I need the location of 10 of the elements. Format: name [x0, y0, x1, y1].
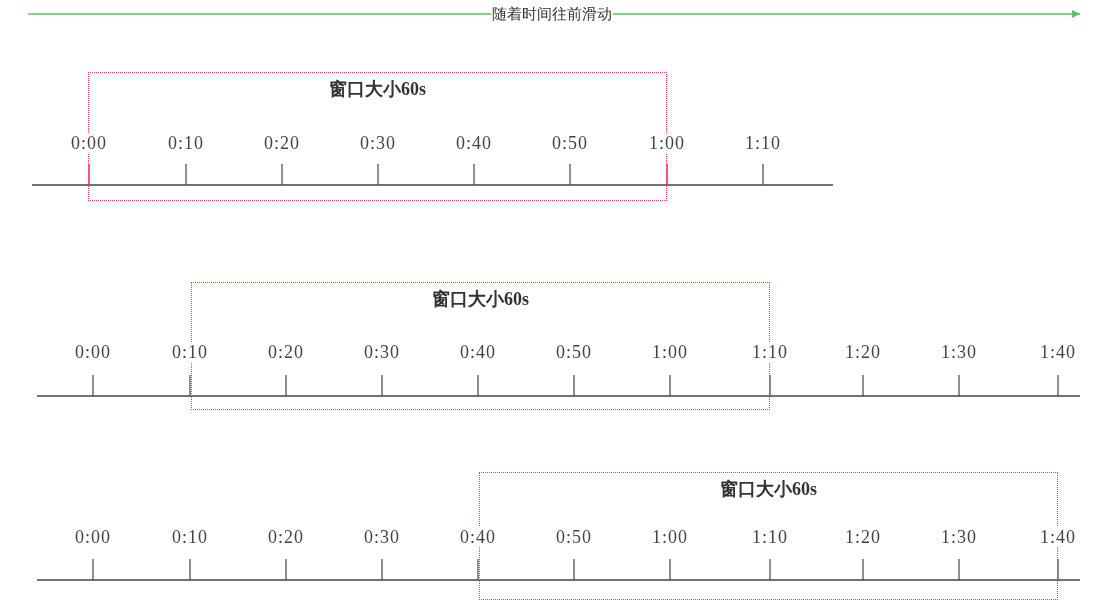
- time-label: 0:40: [459, 527, 497, 547]
- window-size-label: 窗口大小60s: [432, 288, 529, 310]
- time-label: 1:10: [751, 342, 789, 362]
- time-label: 1:00: [648, 133, 686, 153]
- direction-label: 随着时间往前滑动: [491, 5, 613, 23]
- window-size-label: 窗口大小60s: [329, 78, 426, 100]
- time-label: 0:00: [70, 133, 108, 153]
- time-label: 1:40: [1039, 527, 1077, 547]
- time-label: 0:10: [171, 342, 209, 362]
- window-size-label: 窗口大小60s: [720, 478, 817, 500]
